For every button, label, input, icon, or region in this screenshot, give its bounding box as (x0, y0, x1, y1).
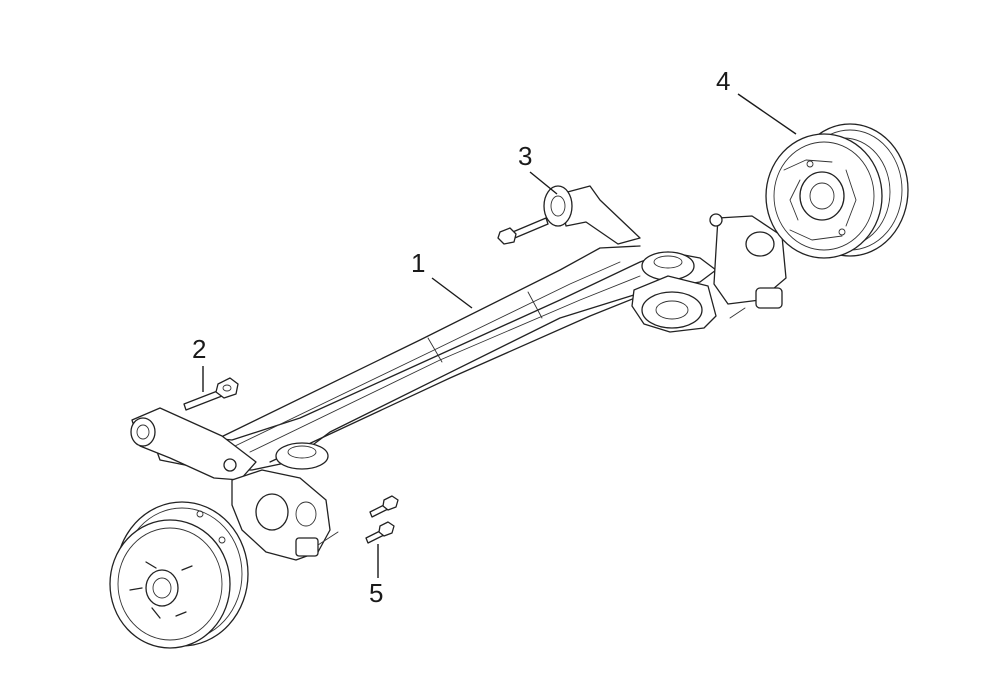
leader-4 (737, 93, 797, 135)
bolt-part-2 (183, 377, 239, 411)
leader-lines (202, 93, 797, 578)
callout-1: 1 (411, 248, 425, 278)
leader-3 (529, 171, 558, 195)
axle-beam (130, 185, 787, 561)
bolts-part-5 (365, 495, 399, 544)
brake-drum-right (765, 123, 909, 259)
callout-5: 5 (369, 578, 383, 608)
callout-3: 3 (518, 141, 532, 171)
brake-drum-left (109, 501, 249, 649)
callout-4: 4 (716, 66, 730, 96)
leader-1 (431, 277, 473, 309)
bushing-part-3 (497, 185, 573, 245)
callout-2: 2 (192, 334, 206, 364)
